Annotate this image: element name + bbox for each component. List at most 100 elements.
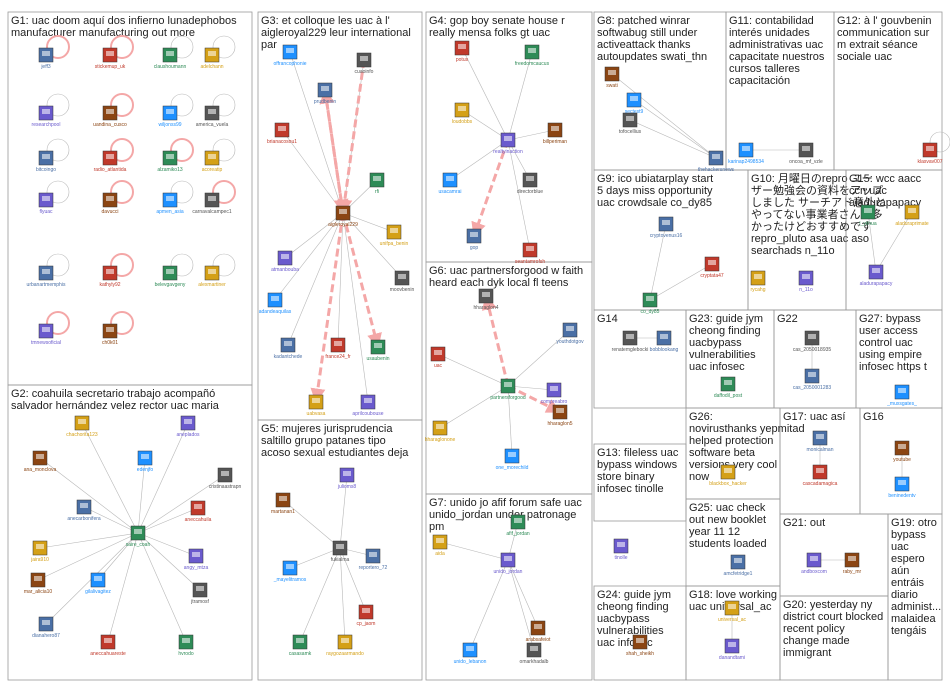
node-dianahero87[interactable]: dianahero87 bbox=[32, 617, 60, 639]
node-urbanartmemphis[interactable]: urbanartmemphis bbox=[27, 266, 66, 288]
node-one-morechild[interactable]: one_morechild bbox=[496, 449, 529, 471]
node-billperiman[interactable]: billperiman bbox=[543, 123, 567, 145]
node-apmen-asia[interactable]: apmen_asia bbox=[156, 193, 183, 215]
node-researchpool[interactable]: researchpool bbox=[32, 106, 61, 128]
node-monicalman[interactable]: monicalman bbox=[807, 431, 834, 453]
node-n-11o[interactable]: n_11o bbox=[799, 271, 813, 293]
node-rycahg[interactable]: rycahg bbox=[750, 271, 765, 293]
node-france24-fr[interactable]: france24_fr bbox=[325, 338, 351, 360]
node-youtube[interactable]: youtube bbox=[893, 441, 911, 463]
node-chachorita123[interactable]: chachorita123 bbox=[66, 416, 98, 438]
node-cascadamagica[interactable]: cascadamagica bbox=[803, 465, 838, 487]
node-offrancophonie[interactable]: offrancophonie bbox=[274, 45, 307, 67]
node-cuaoinfo[interactable]: cuaoinfo bbox=[355, 53, 374, 75]
node-prudbenin[interactable]: prudbenin bbox=[314, 83, 336, 105]
node-l-ykhua[interactable]: l_ykhua bbox=[859, 205, 876, 227]
node-fukialma[interactable]: fukialma bbox=[331, 541, 350, 563]
node-arabsafeiot[interactable]: arabsafeiot bbox=[526, 621, 551, 643]
node-oncoa-mf-vzle[interactable]: oncoa_mf_vzle bbox=[789, 143, 823, 165]
node-aprilcoubouse[interactable]: aprilcoubouse bbox=[352, 395, 383, 417]
node-muxsgates[interactable]: _muxsgates_ bbox=[886, 385, 917, 407]
node-danandtami[interactable]: danandtami bbox=[719, 639, 745, 661]
node-freedomcaucus[interactable]: freedomcaucus bbox=[515, 45, 550, 67]
node-sectest9[interactable]: sectest9 bbox=[625, 93, 644, 115]
node-aneccahuareste[interactable]: aneccahuareste bbox=[90, 635, 126, 657]
node-cristinaastrapn[interactable]: cristinaastrapn bbox=[209, 468, 242, 490]
node-potus[interactable]: potus bbox=[455, 41, 469, 63]
node-aida[interactable]: aida bbox=[433, 535, 447, 557]
node-julioms8[interactable]: julioms8 bbox=[337, 468, 357, 490]
node-youthdotgov[interactable]: youthdotgov bbox=[556, 323, 584, 345]
node-usaubenin[interactable]: usaubenin bbox=[366, 340, 389, 362]
node-america-vuela[interactable]: america_vuela bbox=[196, 106, 229, 128]
node-alexmartiner[interactable]: alexmartiner bbox=[198, 266, 226, 288]
node-mar-alicia10[interactable]: mar_alicia10 bbox=[24, 573, 53, 595]
node-tofocellius[interactable]: tofocellius bbox=[619, 113, 642, 135]
node-gop[interactable]: gop bbox=[467, 229, 481, 251]
node-uandina-cusco[interactable]: uandina_cusco bbox=[93, 106, 127, 128]
node-swati[interactable]: swati bbox=[605, 67, 619, 89]
node-atmanbouba[interactable]: atmanbouba bbox=[271, 251, 299, 273]
node-cas-2050018935[interactable]: cas_2050018935 bbox=[793, 331, 832, 353]
node-realtyinaction[interactable]: realtyinaction bbox=[493, 133, 523, 155]
node-hharaglonone[interactable]: hharaglonone bbox=[425, 421, 456, 443]
node-cryptovenus16[interactable]: cryptovenus16 bbox=[650, 217, 683, 239]
node-raygozaarmando[interactable]: raygozaarmando bbox=[326, 635, 364, 657]
node-carnavalcampec1[interactable]: carnavalcampec1 bbox=[192, 193, 231, 215]
node-uabvasa[interactable]: uabvasa bbox=[307, 395, 326, 417]
node-partnersforgood[interactable]: partnersforgood bbox=[490, 379, 526, 401]
node-stickemup-uk[interactable]: stickemup_uk bbox=[95, 48, 126, 70]
node-hvrodo[interactable]: hvrodo bbox=[178, 635, 194, 657]
node-jtramosf[interactable]: jtramosf bbox=[190, 583, 209, 605]
node-omarkhadalb[interactable]: omarkhadalb bbox=[520, 643, 549, 665]
node-cas-2050001283[interactable]: cas_2050001283 bbox=[793, 369, 832, 391]
node-tmnewsoficial[interactable]: tmnewsoficial bbox=[31, 324, 61, 346]
node-directorblue[interactable]: directorblue bbox=[517, 173, 543, 195]
node-flyuac[interactable]: flyuac bbox=[39, 193, 53, 215]
node-claushoumann[interactable]: claushoumann bbox=[154, 48, 187, 70]
node-adelchann[interactable]: adelchann bbox=[200, 48, 223, 70]
node-co-dy85[interactable]: co_dy85 bbox=[641, 293, 660, 315]
node-ch0k01[interactable]: ch0k01 bbox=[102, 324, 118, 346]
node-davucci[interactable]: davucci bbox=[102, 193, 119, 215]
node-aneplados[interactable]: aneplados bbox=[176, 416, 200, 438]
node-kadantchede[interactable]: kadantchede bbox=[274, 338, 303, 360]
node-moovbenin[interactable]: moovbenin bbox=[390, 271, 415, 293]
node-gilalivagitez[interactable]: gilalivagitez bbox=[85, 573, 111, 595]
node-radio-atlantida[interactable]: radio_atlantida bbox=[94, 151, 127, 173]
node-rfi[interactable]: rfi bbox=[370, 173, 384, 195]
node-hharaglon4[interactable]: hharaglon4 bbox=[473, 289, 498, 311]
node-seantamrofsh[interactable]: seantamrofsh bbox=[515, 243, 546, 265]
node-mayelitramos[interactable]: _mayelitramos bbox=[273, 561, 307, 583]
node-aladurapapacy[interactable]: aladurapapacy bbox=[860, 265, 893, 287]
node-kathyly92[interactable]: kathyly92 bbox=[99, 266, 120, 288]
node-raby-mr[interactable]: raby_mr bbox=[843, 553, 862, 575]
node-ana-monclova[interactable]: ana_monclova bbox=[24, 451, 57, 473]
node-compreabro[interactable]: compreabro bbox=[541, 383, 568, 405]
node-karinap2498534[interactable]: karinap2498534 bbox=[728, 143, 764, 165]
node-jeff3[interactable]: jeff3 bbox=[39, 48, 53, 70]
node-bitcoingo[interactable]: bitcoingo bbox=[36, 151, 56, 173]
node-renatemglebocki[interactable]: renatemglebocki bbox=[612, 331, 649, 353]
node-beninedentv[interactable]: beninedentv bbox=[888, 477, 916, 499]
node-unido-jordan[interactable]: unido_jordan bbox=[494, 553, 523, 575]
node-klasvav007[interactable]: klasvav007 bbox=[917, 143, 942, 165]
node-casasamk[interactable]: casasamk bbox=[289, 635, 312, 657]
node-edenjfo[interactable]: edenjfo bbox=[137, 451, 154, 473]
node-andboxcom[interactable]: andboxcom bbox=[801, 553, 827, 575]
node-adandeaquilas[interactable]: adandeaquilas bbox=[259, 293, 292, 315]
node-alzamiko13[interactable]: alzamiko13 bbox=[157, 151, 183, 173]
node-loudobbs[interactable]: loudobbs bbox=[452, 103, 473, 125]
node-usacamrai[interactable]: usacamrai bbox=[438, 173, 461, 195]
node-jaira910[interactable]: jaira910 bbox=[30, 541, 49, 563]
node-belevgavgeny[interactable]: belevgavgeny bbox=[155, 266, 186, 288]
node-anecarbonifera[interactable]: anecarbonifera bbox=[67, 500, 101, 522]
node-martanan1[interactable]: martanan1 bbox=[271, 493, 295, 515]
node-cryptata47[interactable]: cryptata47 bbox=[700, 257, 724, 279]
node-reportero-72[interactable]: reportero_72 bbox=[359, 549, 388, 571]
node-tinolle[interactable]: tinolle bbox=[614, 539, 628, 561]
node-unido-lebanon[interactable]: unido_lebanon bbox=[454, 643, 487, 665]
node-uac[interactable]: uac bbox=[431, 347, 445, 369]
node-brianacosou1[interactable]: brianacosou1 bbox=[267, 123, 297, 145]
node-acoreatip[interactable]: acoreatip bbox=[202, 151, 223, 173]
